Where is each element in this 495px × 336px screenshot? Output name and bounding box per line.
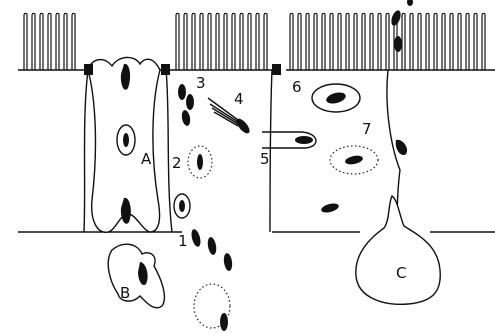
microvillus — [256, 13, 259, 70]
junction-2 — [161, 64, 170, 75]
label-a: A — [141, 150, 152, 168]
microvillus — [232, 13, 235, 70]
label-4: 4 — [234, 90, 244, 108]
microvillus — [442, 13, 445, 70]
structure-5-nucleus — [295, 136, 313, 144]
cell-c — [356, 196, 440, 304]
microvillus — [434, 13, 437, 70]
lateral-membrane-2 — [270, 70, 272, 232]
microvilli-middle — [176, 13, 267, 70]
structure-3-nucleus-a — [178, 84, 186, 100]
microvillus — [306, 13, 309, 70]
microvillus — [330, 13, 333, 70]
microvillus — [418, 13, 421, 70]
microvillus — [248, 13, 251, 70]
microvillus — [216, 13, 219, 70]
label-2: 2 — [172, 154, 182, 172]
structure-1-nucleus-b — [190, 228, 202, 247]
microvillus — [314, 13, 317, 70]
microvillus — [224, 13, 227, 70]
microvillus — [264, 13, 267, 70]
junction-3 — [272, 64, 281, 75]
junction-1 — [84, 64, 93, 75]
microvillus — [402, 13, 405, 70]
structure-1-nucleus-a — [179, 200, 185, 212]
microvillus — [410, 13, 413, 70]
microvillus — [56, 13, 59, 70]
top-nucleus-b — [394, 36, 402, 52]
microvillus — [72, 13, 75, 70]
microvilli-right — [290, 13, 485, 70]
microvillus — [192, 13, 195, 70]
structure-1-dotted-outline — [194, 284, 230, 328]
label-7: 7 — [362, 120, 372, 138]
microvillus — [338, 13, 341, 70]
microvillus — [48, 13, 51, 70]
label-b: B — [120, 284, 130, 302]
microvillus — [474, 13, 477, 70]
structure-1-nucleus-d — [223, 253, 233, 272]
structure-2-nucleus — [197, 154, 203, 170]
structure-3-nucleus-c — [181, 109, 192, 126]
lateral-membrane-0 — [84, 70, 88, 232]
microvillus — [426, 13, 429, 70]
microvillus — [370, 13, 373, 70]
microvillus — [322, 13, 325, 70]
microvillus — [208, 13, 211, 70]
structure-1-nucleus-c — [206, 236, 217, 255]
microvillus — [176, 13, 179, 70]
microvillus — [378, 13, 381, 70]
microvillus — [200, 13, 203, 70]
label-c: C — [396, 264, 406, 282]
label-5: 5 — [260, 150, 270, 168]
microvillus — [40, 13, 43, 70]
label-3: 3 — [196, 74, 206, 92]
microvillus — [184, 13, 187, 70]
microvillus — [386, 13, 389, 70]
structure-7-nucleus — [344, 154, 363, 166]
top-nucleus-c — [407, 0, 413, 6]
label-1: 1 — [178, 232, 188, 250]
cell-b — [108, 244, 164, 308]
microvillus — [362, 13, 365, 70]
migrating-nucleus-right — [396, 140, 407, 155]
microvillus — [290, 13, 293, 70]
microvillus — [298, 13, 301, 70]
microvillus — [482, 13, 485, 70]
loose-nucleus — [320, 202, 339, 214]
microvillus — [346, 13, 349, 70]
microvilli-left — [24, 13, 75, 70]
microvillus — [354, 13, 357, 70]
structure-3-nucleus-b — [186, 94, 194, 110]
microvillus — [24, 13, 27, 70]
microvillus — [450, 13, 453, 70]
microvillus — [458, 13, 461, 70]
cell-a-nucleus-mid — [123, 133, 129, 147]
lateral-membrane-1 — [166, 70, 172, 232]
microvillus — [240, 13, 243, 70]
label-6: 6 — [292, 78, 302, 96]
microvillus — [64, 13, 67, 70]
microvillus — [32, 13, 35, 70]
top-nucleus-a — [390, 9, 403, 27]
microvillus — [466, 13, 469, 70]
